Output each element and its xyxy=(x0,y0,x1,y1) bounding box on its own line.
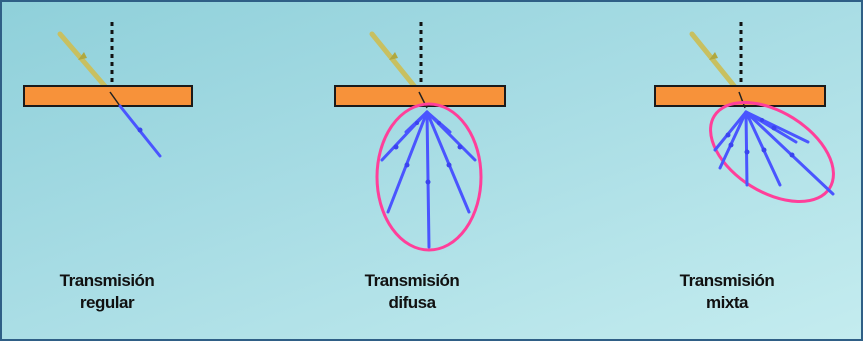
label-mixta-line2: mixta xyxy=(706,293,748,312)
panel-mixta xyxy=(654,22,835,203)
ray-marker xyxy=(446,162,452,168)
transmitted-rays xyxy=(380,110,477,249)
transmitted-ray xyxy=(718,110,748,170)
incident-arrowhead xyxy=(389,52,398,60)
refracted-ray-inside xyxy=(738,91,746,109)
ray-marker xyxy=(728,142,734,148)
transmitted-ray xyxy=(386,110,429,214)
ray-marker xyxy=(425,179,431,185)
incident-ray xyxy=(57,31,113,95)
label-mixta: Transmisión mixta xyxy=(642,270,812,314)
ray-marker xyxy=(771,125,777,131)
transmitted-ray xyxy=(425,110,471,214)
label-difusa-line2: difusa xyxy=(388,293,436,312)
ray-marker xyxy=(761,147,767,153)
label-mixta-line1: Transmisión xyxy=(679,271,775,290)
ray-marker xyxy=(760,118,764,122)
transmitted-ray xyxy=(744,110,835,196)
mixed-distribution-outline xyxy=(709,101,835,203)
ray-marker xyxy=(393,144,399,150)
ray-marker xyxy=(725,132,731,138)
panel-regular xyxy=(23,22,193,158)
ray-marker xyxy=(137,127,143,133)
label-difusa-line1: Transmisión xyxy=(364,271,460,290)
refracted-ray-inside xyxy=(109,91,121,107)
label-regular: Transmisión regular xyxy=(22,270,192,314)
label-regular-line2: regular xyxy=(79,293,135,312)
transmitted-rays xyxy=(713,110,835,196)
diffuse-distribution-outline xyxy=(375,102,483,252)
ray-markers xyxy=(725,118,795,158)
ray-marker xyxy=(457,144,463,150)
ray-marker xyxy=(404,162,410,168)
transmitted-ray xyxy=(713,110,748,152)
incident-arrowhead xyxy=(709,52,718,60)
material-surface xyxy=(334,85,506,107)
material-surface xyxy=(23,85,193,107)
label-regular-line1: Transmisión xyxy=(59,271,155,290)
ray-markers xyxy=(393,121,463,185)
incident-ray xyxy=(689,31,742,95)
transmitted-ray xyxy=(744,110,810,144)
incident-ray xyxy=(369,31,422,95)
panel-difusa xyxy=(334,22,506,252)
ray-marker xyxy=(789,152,795,158)
ray-marker xyxy=(437,121,441,125)
transmitted-ray xyxy=(425,110,477,162)
incident-arrowhead xyxy=(78,52,87,60)
ray-marker xyxy=(744,149,750,155)
transmitted-ray xyxy=(744,110,749,187)
label-difusa: Transmisión difusa xyxy=(327,270,497,314)
ray-marker xyxy=(415,121,419,125)
